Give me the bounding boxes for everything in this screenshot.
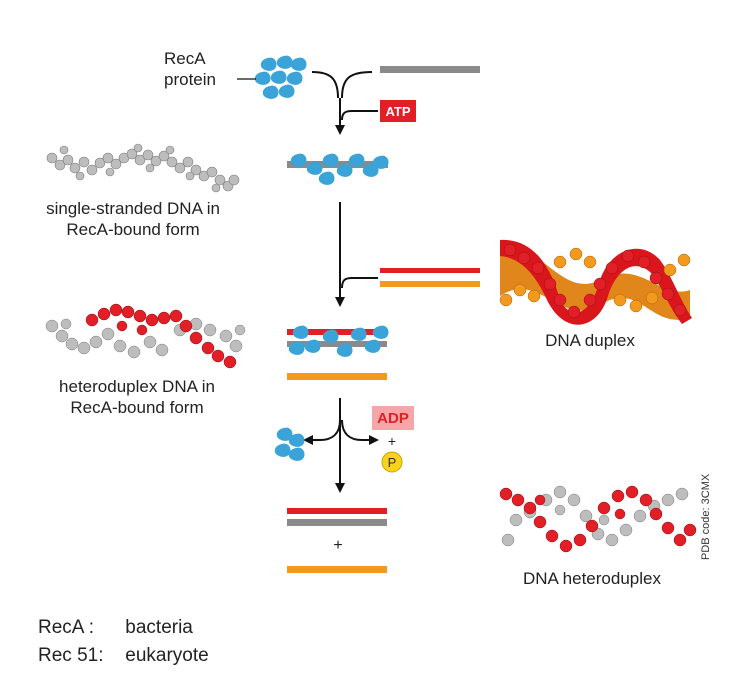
legend-value: bacteria	[125, 617, 193, 638]
heteroduplex-reca-label-line1: heteroduplex DNA in	[59, 377, 215, 396]
dna-heteroduplex-label: DNA heteroduplex	[523, 569, 661, 588]
arrow-3	[303, 398, 379, 493]
atp-badge: ATP	[380, 100, 416, 122]
ssdna-reca-label-line2: RecA-bound form	[66, 220, 200, 239]
dna-duplex-model	[499, 239, 692, 325]
legend-row-reca: RecA : bacteria	[38, 614, 209, 642]
reca-protein-label: RecA protein	[164, 48, 216, 90]
released-reca-cluster	[274, 427, 305, 461]
product-heteroduplex	[287, 508, 387, 526]
adp-plus-sign: +	[388, 433, 396, 449]
reca-protein-label-line1: RecA	[164, 49, 206, 68]
reca-protein-cluster	[254, 55, 307, 99]
adp-badge: ADP	[372, 406, 414, 430]
merge-arrow-1	[311, 71, 378, 135]
incoming-dna-duplex	[380, 268, 480, 287]
reca-bound-heteroduplex	[287, 325, 389, 357]
ssdna-reca-label: single-stranded DNA in RecA-bound form	[28, 198, 238, 240]
dna-duplex-label: DNA duplex	[545, 331, 635, 350]
legend-row-rec51: Rec 51: eukaryote	[38, 642, 209, 670]
phosphate-text: P	[388, 455, 397, 470]
adp-text: ADP	[377, 410, 409, 427]
ssdna-reca-label-line1: single-stranded DNA in	[46, 199, 220, 218]
phosphate-badge: P	[381, 451, 403, 473]
product-orange-strand	[287, 566, 387, 573]
pdb-code-label: PDB code: 3CMX	[700, 473, 712, 560]
ssdna-molecular-model	[46, 143, 240, 193]
reca-protein-label-line2: protein	[164, 70, 216, 89]
product-plus-sign: +	[333, 537, 342, 554]
atp-text: ATP	[385, 104, 410, 119]
dna-heteroduplex-model	[499, 485, 697, 553]
ssdna-strand-top	[380, 66, 480, 73]
heteroduplex-reca-model	[45, 303, 246, 369]
legend: RecA : bacteria Rec 51: eukaryote	[38, 614, 209, 670]
heteroduplex-reca-label: heteroduplex DNA in RecA-bound form	[32, 376, 242, 418]
legend-value: eukaryote	[125, 645, 209, 666]
legend-name: RecA :	[38, 617, 94, 638]
displaced-orange-strand	[287, 373, 387, 380]
arrow-2	[335, 202, 378, 307]
legend-name: Rec 51:	[38, 645, 104, 666]
heteroduplex-reca-label-line2: RecA-bound form	[70, 398, 204, 417]
reca-bound-ssdna	[287, 153, 389, 185]
